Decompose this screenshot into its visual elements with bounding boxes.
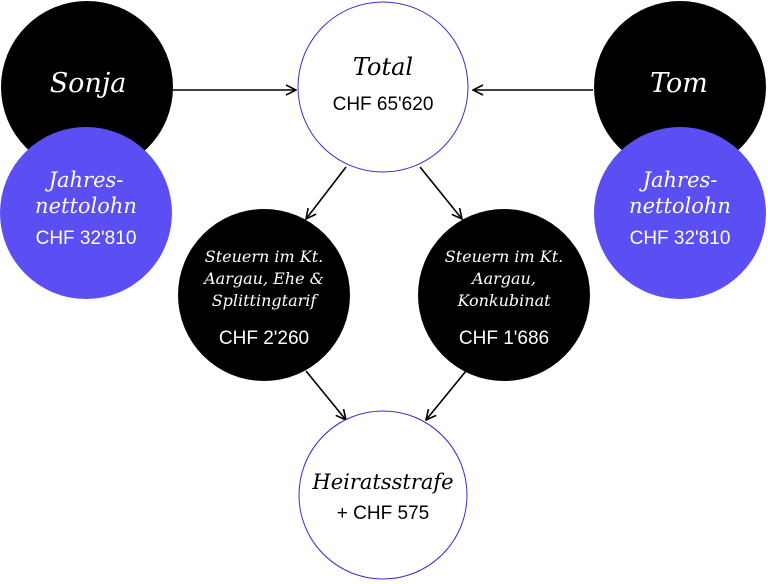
person-tom-node: Tom Jahres- nettolohn CHF 32'810 bbox=[594, 1, 766, 299]
tom-income-value: CHF 32'810 bbox=[630, 228, 731, 249]
arrow-tax-married-to-penalty bbox=[305, 370, 346, 420]
tax-cohabit-line-1: Steuern im Kt. bbox=[445, 247, 564, 266]
person-sonja-circle bbox=[1, 1, 173, 173]
sonja-income-label-1: Jahres- bbox=[45, 168, 124, 192]
tax-cohabit-circle bbox=[418, 209, 590, 381]
tax-married-line-3: Splittingtarif bbox=[212, 291, 320, 310]
total-circle bbox=[297, 1, 469, 173]
penalty-label: Heiratsstrafe bbox=[311, 470, 453, 494]
total-label: Total bbox=[353, 53, 413, 81]
tax-married-line-1: Steuern im Kt. bbox=[205, 247, 324, 266]
person-sonja-node: Sonja Jahres- nettolohn CHF 32'810 bbox=[0, 1, 173, 299]
tax-cohabit-value: CHF 1'686 bbox=[459, 328, 549, 349]
penalty-circle bbox=[298, 410, 468, 580]
penalty-value: + CHF 575 bbox=[337, 503, 429, 524]
arrow-tax-cohabit-to-penalty bbox=[426, 370, 467, 420]
sonja-income-circle bbox=[0, 127, 172, 299]
tax-married-line-2: Aargau, Ehe & bbox=[202, 269, 324, 288]
person-tom-name: Tom bbox=[650, 68, 708, 99]
tax-married-circle bbox=[178, 209, 350, 381]
penalty-node: Heiratsstrafe + CHF 575 bbox=[298, 410, 468, 580]
sonja-income-value: CHF 32'810 bbox=[36, 228, 137, 249]
tax-cohabit-line-3: Konkubinat bbox=[456, 291, 551, 310]
tom-income-label-1: Jahres- bbox=[639, 168, 718, 192]
total-value: CHF 65'620 bbox=[333, 94, 434, 115]
tom-income-circle bbox=[594, 127, 766, 299]
arrow-total-to-tax-married bbox=[306, 166, 347, 219]
tom-income-label-2: nettolohn bbox=[629, 194, 731, 218]
tax-married-node: Steuern im Kt. Aargau, Ehe & Splittingta… bbox=[178, 209, 350, 381]
total-node: Total CHF 65'620 bbox=[297, 1, 469, 173]
tax-married-value: CHF 2'260 bbox=[219, 328, 309, 349]
tax-cohabit-line-2: Aargau, bbox=[470, 269, 536, 288]
sonja-income-label-2: nettolohn bbox=[35, 194, 137, 218]
person-sonja-name: Sonja bbox=[50, 68, 127, 99]
arrow-total-to-tax-cohabit bbox=[419, 166, 462, 219]
tax-cohabit-node: Steuern im Kt. Aargau, Konkubinat CHF 1'… bbox=[418, 209, 590, 381]
person-tom-circle bbox=[594, 1, 766, 173]
